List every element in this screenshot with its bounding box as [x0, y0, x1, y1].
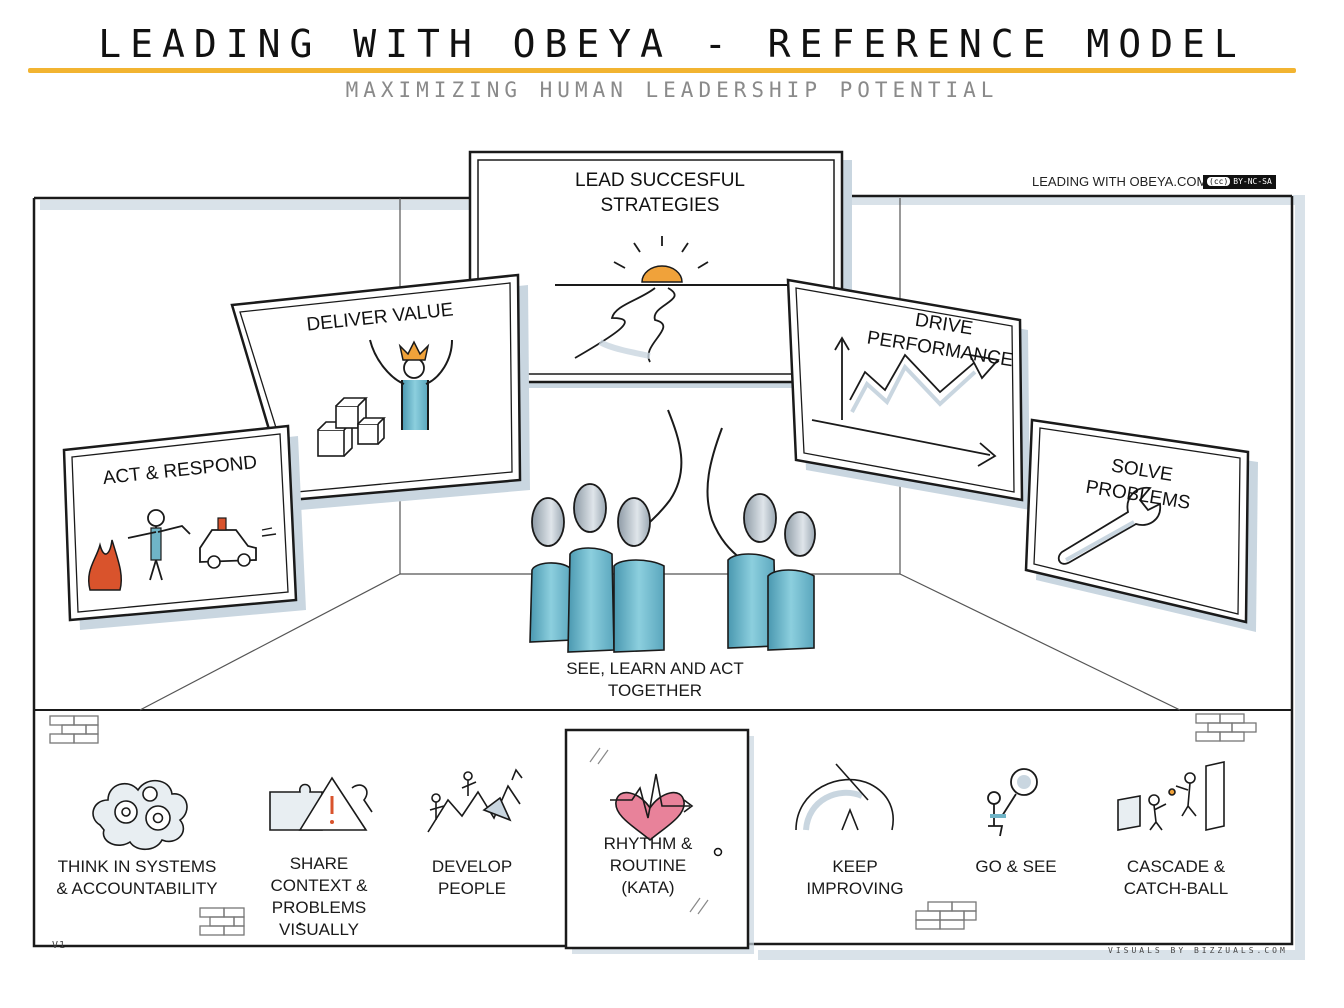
bricks-icon: [915, 901, 977, 930]
team-people-icon: [529, 409, 816, 653]
practice-label-share-context: SHARE CONTEXT & PROBLEMS VISUALLY: [270, 854, 368, 939]
title-underline: [28, 68, 1296, 73]
cc-icon: (cc): [1207, 177, 1231, 186]
cc-license-badge: (cc)BY-NC-SA: [1203, 175, 1276, 189]
room-outline: [32, 194, 1294, 948]
puzzle-warning-icon: [269, 776, 373, 831]
site-credit: LEADING WITH OBEYA.COM: [1032, 174, 1208, 189]
page-subtitle: MAXIMIZING HUMAN LEADERSHIP POTENTIAL: [345, 78, 999, 102]
visuals-credit: VISUALS BY BIZZUALS.COM: [1108, 946, 1288, 955]
practice-label-go-see: GO & SEE: [975, 857, 1057, 876]
bricks-icon: [199, 907, 245, 936]
wrench-icon: [1057, 486, 1161, 565]
panel-lead-title: LEAD SUCCESFUL STRATEGIES: [575, 170, 745, 216]
center-label: SEE, LEARN AND ACT TOGETHER: [566, 659, 744, 700]
improvement-cycle-icon: [795, 763, 894, 831]
practice-label-think-systems: THINK IN SYSTEMS & ACCOUNTABILITY: [56, 857, 218, 898]
gears-cloud-icon: [92, 779, 188, 851]
firefighter-scene-icon: [88, 509, 277, 591]
catch-ball-icon: [1117, 761, 1225, 831]
practice-label-develop-people: DEVELOP PEOPLE: [431, 857, 513, 898]
practice-label-cascade: CASCADE & CATCH-BALL: [1123, 857, 1229, 898]
cubes-icon: [317, 397, 386, 457]
page-title: LEADING WITH OBEYA - REFERENCE MODEL: [98, 22, 1246, 66]
bricks-icon: [49, 715, 99, 744]
magnifier-person-icon: [987, 768, 1038, 837]
door: [564, 728, 750, 950]
panel-act-frame: [62, 424, 298, 622]
license-label: BY-NC-SA: [1233, 177, 1272, 186]
sunrise-road-icon: [555, 236, 790, 363]
growth-chart-icon: [811, 336, 1000, 467]
practice-label-keep-improving: KEEP IMPROVING: [806, 857, 904, 898]
champion-person-icon: [369, 339, 453, 430]
panel-drive-frame: [786, 278, 1024, 502]
practice-label-rhythm-routine: RHYTHM & ROUTINE (KATA): [603, 834, 693, 897]
heartbeat-icon: [610, 773, 694, 842]
version-label: V1: [52, 940, 67, 951]
climbing-people-icon: [427, 768, 523, 833]
bricks-icon: [1195, 713, 1257, 742]
